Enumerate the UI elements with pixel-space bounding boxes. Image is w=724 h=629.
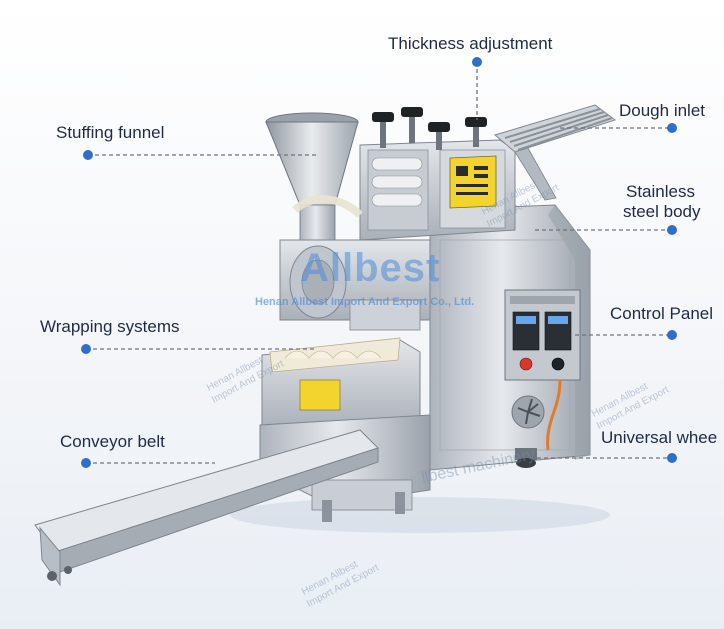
label-control-panel: Control Panel	[610, 304, 714, 323]
warning-label	[449, 155, 497, 209]
label-thickness-adjustment: Thickness adjustment	[388, 34, 553, 53]
power-cable	[546, 379, 562, 451]
label-dough-inlet: Dough inlet	[619, 101, 706, 120]
label-conveyor-belt: Conveyor belt	[60, 432, 165, 451]
label-stainless-line1: Stainless	[626, 182, 695, 201]
stuffing-funnel	[265, 112, 363, 241]
universal-wheel-part	[515, 448, 537, 468]
label-stuffing-funnel: Stuffing funnel	[56, 123, 165, 142]
label-stainless-line2: steel body	[623, 202, 701, 221]
floor-shadow	[230, 497, 610, 533]
label-wrapping-systems: Wrapping systems	[40, 317, 180, 336]
watermark-brand: Allbest	[300, 246, 441, 290]
dumpling-tray	[261, 337, 421, 431]
control-panel	[504, 289, 581, 381]
dough-inlet-tray	[493, 104, 617, 201]
ventilation-fan	[511, 395, 545, 429]
callout-lines	[81, 57, 677, 468]
wrapping-system	[279, 239, 431, 331]
label-universal-wheel: Universal whee	[601, 428, 718, 447]
thickness-knobs	[372, 107, 487, 150]
watermark-company: Henan Allbest Import And Export Co., Ltd…	[255, 296, 475, 308]
conveyor-belt-part	[34, 429, 379, 587]
